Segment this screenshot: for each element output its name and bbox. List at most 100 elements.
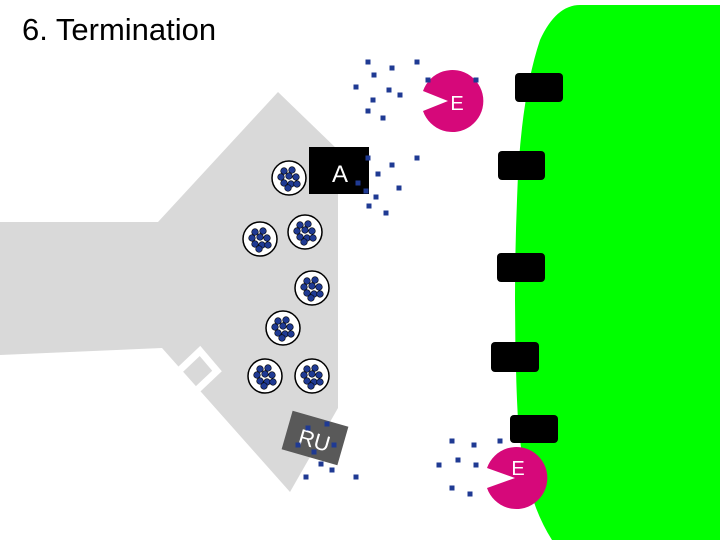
neurotransmitter-dot	[295, 442, 301, 448]
neurotransmitter-dot	[300, 283, 308, 291]
neurotransmitter-dot	[248, 234, 256, 242]
neurotransmitter-dot	[375, 171, 381, 177]
neurotransmitter-dot	[264, 241, 272, 249]
neurotransmitter-dot	[365, 155, 371, 161]
neurotransmitter-dot	[380, 115, 386, 121]
neurotransmitter-dot	[455, 457, 461, 463]
neurotransmitter-dot	[263, 234, 271, 242]
neurotransmitter-dot	[303, 289, 311, 297]
neurotransmitter-dot	[316, 378, 324, 386]
neurotransmitter-dot	[307, 382, 315, 390]
neurotransmitter-dot	[353, 474, 359, 480]
neurotransmitter-dot	[301, 226, 309, 234]
neurotransmitter-dot	[293, 180, 301, 188]
neurotransmitter-dot	[303, 277, 311, 285]
receptor	[510, 415, 558, 443]
neurotransmitter-dot	[373, 194, 379, 200]
neurotransmitter-dot	[473, 462, 479, 468]
neurotransmitter-dot	[251, 228, 259, 236]
neurotransmitter-dot	[282, 316, 290, 324]
neurotransmitter-dot	[308, 282, 316, 290]
neurotransmitter-dot	[293, 227, 301, 235]
membrane-channel-outline	[141, 345, 222, 428]
neurotransmitter-dot	[363, 188, 369, 194]
neurotransmitter-dot	[311, 276, 319, 284]
neurotransmitter-dot	[277, 173, 285, 181]
neurotransmitter-dot	[274, 329, 282, 337]
neurotransmitter-dot	[315, 283, 323, 291]
neurotransmitter-dot	[260, 382, 268, 390]
vesicle-icon	[294, 270, 330, 306]
neurotransmitter-dot	[300, 371, 308, 379]
neurotransmitter-dot	[284, 184, 292, 192]
neurotransmitter-dot	[371, 72, 377, 78]
neurotransmitter-dot	[386, 87, 392, 93]
neurotransmitter-dot	[353, 84, 359, 90]
neurotransmitter-dot	[292, 173, 300, 181]
neurotransmitter-dot	[414, 155, 420, 161]
enzyme-top	[423, 69, 484, 132]
enzyme-top-label: E	[450, 93, 463, 115]
neurotransmitter-dot	[329, 467, 335, 473]
neurotransmitter-dot	[471, 442, 477, 448]
neurotransmitter-dot	[309, 234, 317, 242]
neurotransmitter-dot	[255, 245, 263, 253]
neurotransmitter-dot	[274, 317, 282, 325]
receptor-group	[491, 73, 563, 443]
neurotransmitter-dot	[365, 108, 371, 114]
vesicle-icon	[242, 221, 278, 257]
neurotransmitter-dot	[383, 210, 389, 216]
neurotransmitter-dot	[303, 377, 311, 385]
neurotransmitter-dot	[473, 77, 479, 83]
neurotransmitter-dot	[269, 378, 277, 386]
neurotransmitter-dot	[256, 377, 264, 385]
neurotransmitter-dot	[287, 330, 295, 338]
neurotransmitter-dot	[449, 485, 455, 491]
neurotransmitter-dot	[268, 371, 276, 379]
enzyme-bottom	[487, 446, 548, 509]
neurotransmitter-dot	[305, 425, 311, 431]
enzyme-bottom-label: E	[511, 458, 524, 480]
neurotransmitter-dot	[414, 59, 420, 65]
neurotransmitter-dot	[355, 180, 361, 186]
neurotransmitter-dot	[279, 322, 287, 330]
neurotransmitter-dot	[315, 371, 323, 379]
neurotransmitter-dot	[286, 323, 294, 331]
neurotransmitter-dot	[280, 167, 288, 175]
receptor	[491, 342, 539, 372]
neurotransmitter-dot	[365, 59, 371, 65]
neurotransmitter-dot	[316, 290, 324, 298]
neurotransmitter-dot	[396, 185, 402, 191]
presynaptic-neuron	[0, 92, 338, 492]
neurotransmitter-dot	[436, 462, 442, 468]
neurotransmitter-dot	[256, 233, 264, 241]
neurotransmitter-dot	[318, 461, 324, 467]
receptor	[515, 73, 563, 102]
neurotransmitter-dot	[300, 238, 308, 246]
vesicle-icon	[247, 358, 283, 394]
neurotransmitter-dot	[303, 474, 309, 480]
neurotransmitter-dot	[308, 227, 316, 235]
neurotransmitter-dot	[285, 172, 293, 180]
neurotransmitter-dot	[311, 364, 319, 372]
neurotransmitter-dot	[467, 491, 473, 497]
receptor	[497, 253, 545, 282]
neurotransmitter-dot	[256, 365, 264, 373]
slide-title: 6. Termination	[22, 12, 217, 47]
neurotransmitter-dot	[311, 449, 317, 455]
neurotransmitter-dot	[389, 65, 395, 71]
neurotransmitter-dot	[324, 421, 330, 427]
neurotransmitter-dot	[449, 438, 455, 444]
neurotransmitter-dot	[264, 364, 272, 372]
neurotransmitter-dot	[296, 221, 304, 229]
neurotransmitter-dot	[425, 77, 431, 83]
neurotransmitter-dot	[251, 240, 259, 248]
neurotransmitter-dot	[304, 220, 312, 228]
neurotransmitter-dot	[296, 233, 304, 241]
neurotransmitter-dot	[278, 334, 286, 342]
vesicle-icon	[287, 214, 323, 250]
neurotransmitter-dot	[261, 370, 269, 378]
neurotransmitter-dot	[288, 166, 296, 174]
neurotransmitter-dot	[366, 203, 372, 209]
neurotransmitter-dot	[253, 371, 261, 379]
